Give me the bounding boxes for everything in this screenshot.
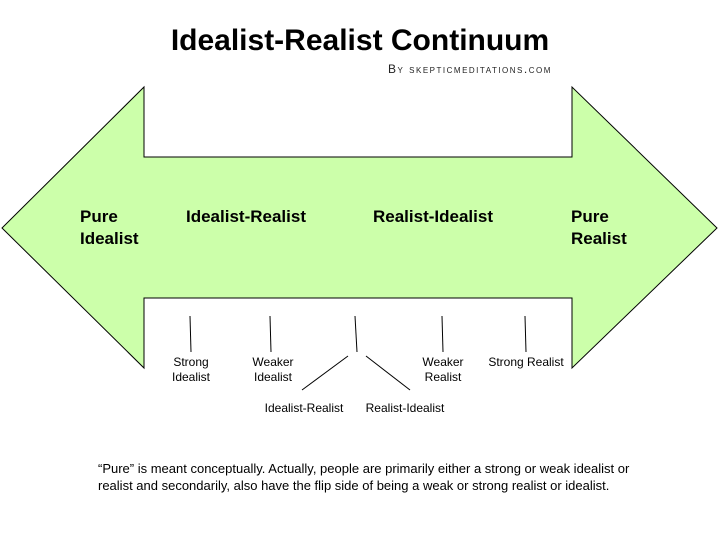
page-title: Idealist-Realist Continuum <box>170 24 550 57</box>
connector-weaker-realist <box>441 315 444 353</box>
byline: By skepticmeditations.com <box>388 62 552 76</box>
double-headed-arrow <box>1 85 718 370</box>
sublabel-weaker-idealist-line2: Idealist <box>253 370 293 384</box>
label-pure-idealist: Pure Idealist <box>80 206 139 250</box>
sublabel-strong-realist: Strong Realist <box>488 355 564 369</box>
connector-strong-idealist <box>189 315 192 353</box>
connector-strong-realist <box>524 315 527 353</box>
connector-realist-idealist <box>365 355 411 391</box>
label-idealist-realist: Idealist-Realist <box>186 207 306 226</box>
sublabel-strong-idealist-line2: Idealist <box>171 370 211 384</box>
label-pure-realist: Pure Realist <box>571 206 627 250</box>
sublabel-weaker-realist-line2: Realist <box>424 370 462 384</box>
connector-idealist-realist <box>301 355 349 391</box>
sublabel-weaker-idealist-line1: Weaker <box>252 355 294 369</box>
sublabel-weaker-realist-line1: Weaker <box>422 355 464 369</box>
sublabel-realist-idealist: Realist-Idealist <box>365 401 445 415</box>
sublabel-strong-idealist-line1: Strong <box>173 355 209 369</box>
label-pure-idealist-line1: Pure <box>80 207 118 226</box>
label-realist-idealist: Realist-Idealist <box>373 207 493 226</box>
sublabel-strong-idealist: Strong Idealist <box>160 355 222 385</box>
sublabel-weaker-idealist: Weaker Idealist <box>242 355 304 385</box>
connector-center <box>354 315 358 353</box>
label-pure-realist-line2: Realist <box>571 229 627 248</box>
sublabel-idealist-realist: Idealist-Realist <box>264 401 344 415</box>
connector-weaker-idealist <box>269 315 272 353</box>
label-pure-idealist-line2: Idealist <box>80 229 139 248</box>
sublabel-weaker-realist: Weaker Realist <box>412 355 474 385</box>
footnote: “Pure” is meant conceptually. Actually, … <box>98 461 630 493</box>
label-pure-realist-line1: Pure <box>571 207 609 226</box>
